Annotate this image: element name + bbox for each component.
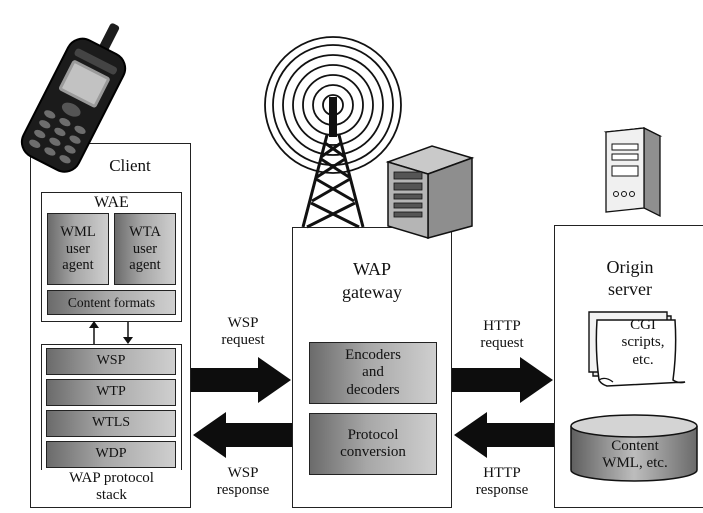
stack-layer-wdp-label: WDP: [95, 446, 127, 462]
http-response-label: HTTP response: [475, 465, 529, 499]
cgi-scripts-label: CGI scripts, etc.: [621, 317, 665, 368]
wsp-response-label: WSP response: [216, 465, 270, 499]
wae-title: WAE: [94, 194, 129, 211]
encoders-decoders-box: Encoders and decoders: [309, 342, 437, 404]
client-title: Client: [109, 156, 151, 175]
radio-tower-icon: [264, 36, 402, 229]
mobile-phone-icon: [20, 23, 127, 173]
wsp-response-arrow: [193, 412, 292, 458]
protocol-stack-label: WAP protocol stack: [41, 470, 182, 505]
content-label: Content WML, etc.: [602, 438, 668, 472]
content-formats-box: Content formats: [47, 290, 176, 315]
stack-layer-wsp-label: WSP: [96, 353, 126, 369]
stack-layer-wtp-label: WTP: [96, 384, 126, 400]
stack-layer-wdp: WDP: [46, 441, 176, 468]
cgi-scripts-document-icon: [588, 311, 686, 387]
wsp-request-arrow: [191, 357, 291, 403]
stack-layer-wsp: WSP: [46, 348, 176, 375]
wta-user-agent-box: WTA user agent: [114, 213, 176, 285]
http-response-arrow: [454, 412, 554, 458]
origin-server-icon: [603, 126, 663, 218]
content-database-icon: [570, 414, 698, 482]
http-request-label: HTTP request: [480, 318, 524, 352]
protocol-conversion-box: Protocol conversion: [309, 413, 437, 475]
gateway-title: WAP gateway: [342, 259, 402, 302]
encoders-decoders-label: Encoders and decoders: [345, 347, 401, 398]
wml-user-agent-box: WML user agent: [47, 213, 109, 285]
wae-stack-connector-arrows: [89, 321, 133, 344]
http-request-arrow: [452, 357, 553, 403]
wsp-request-label: WSP request: [221, 315, 265, 349]
wta-user-agent-label: WTA user agent: [129, 223, 161, 274]
protocol-conversion-label: Protocol conversion: [340, 426, 406, 460]
content-formats-label: Content formats: [67, 294, 156, 310]
stack-layer-wtp: WTP: [46, 379, 176, 406]
gateway-server-icon: [385, 145, 475, 240]
stack-layer-wtls-label: WTLS: [91, 415, 131, 431]
wml-user-agent-label: WML user agent: [60, 223, 96, 274]
stack-layer-wtls: WTLS: [46, 410, 176, 437]
origin-server-title: Origin server: [606, 257, 654, 299]
